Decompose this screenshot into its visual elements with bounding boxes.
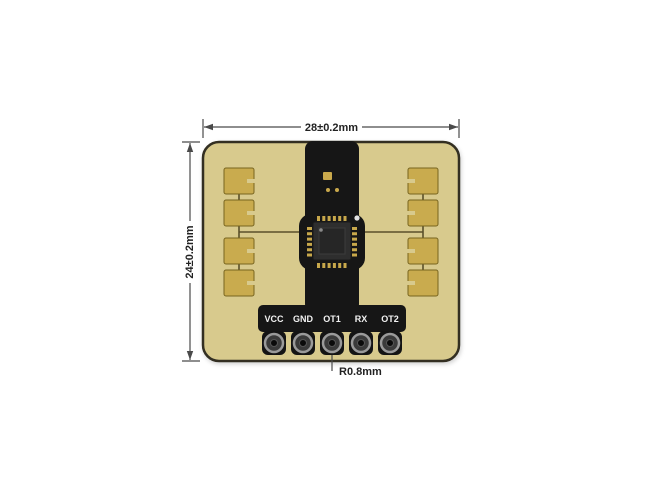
pin-header: VCC GND OT1 RX OT2 (258, 305, 406, 355)
left-antenna-array (223, 167, 255, 297)
pin-hole-center (270, 339, 278, 347)
patch-feed-notch (407, 179, 415, 183)
small-component (323, 172, 339, 192)
component-dot (335, 188, 339, 192)
arrow-down-icon (186, 351, 194, 360)
rf-chip (307, 215, 360, 268)
patch-feed-notch (247, 249, 255, 253)
antenna-traces (238, 181, 424, 283)
pin-label-band (258, 305, 406, 332)
pin-label-gnd: GND (293, 314, 314, 324)
component-dot (326, 188, 330, 192)
patch-feed-notch (247, 281, 255, 285)
pin-hole-center (386, 339, 394, 347)
patch-feed-notch (407, 281, 415, 285)
height-dimension-label: 24±0.2mm (184, 225, 196, 278)
via-dot (354, 215, 360, 221)
patch-feed-notch (247, 211, 255, 215)
arrow-right-icon (449, 123, 458, 131)
pin-label-vcc: VCC (264, 314, 284, 324)
pin-label-ot2: OT2 (381, 314, 399, 324)
arrow-up-icon (186, 143, 194, 152)
chip-die (318, 227, 346, 255)
pin-label-ot1: OT1 (323, 314, 341, 324)
hole-radius-callout: R0.8mm (331, 355, 382, 378)
patch-feed-notch (407, 249, 415, 253)
component-pad (323, 172, 332, 180)
patch-feed-notch (247, 179, 255, 183)
height-dimension: 24±0.2mm (182, 141, 200, 362)
width-dimension: 28±0.2mm (202, 119, 460, 138)
pin-hole-center (357, 339, 365, 347)
pin-holes (263, 332, 401, 354)
width-dimension-label: 28±0.2mm (305, 122, 358, 134)
hole-radius-label: R0.8mm (339, 366, 382, 378)
patch-feed-notch (407, 211, 415, 215)
pin-hole-center (328, 339, 336, 347)
pin-label-rx: RX (355, 314, 368, 324)
right-antenna-array (407, 167, 439, 297)
pin1-dot (319, 228, 323, 232)
pin-hole-center (299, 339, 307, 347)
pcb-board: VCC GND OT1 RX OT2 (201, 140, 461, 363)
arrow-left-icon (204, 123, 213, 131)
